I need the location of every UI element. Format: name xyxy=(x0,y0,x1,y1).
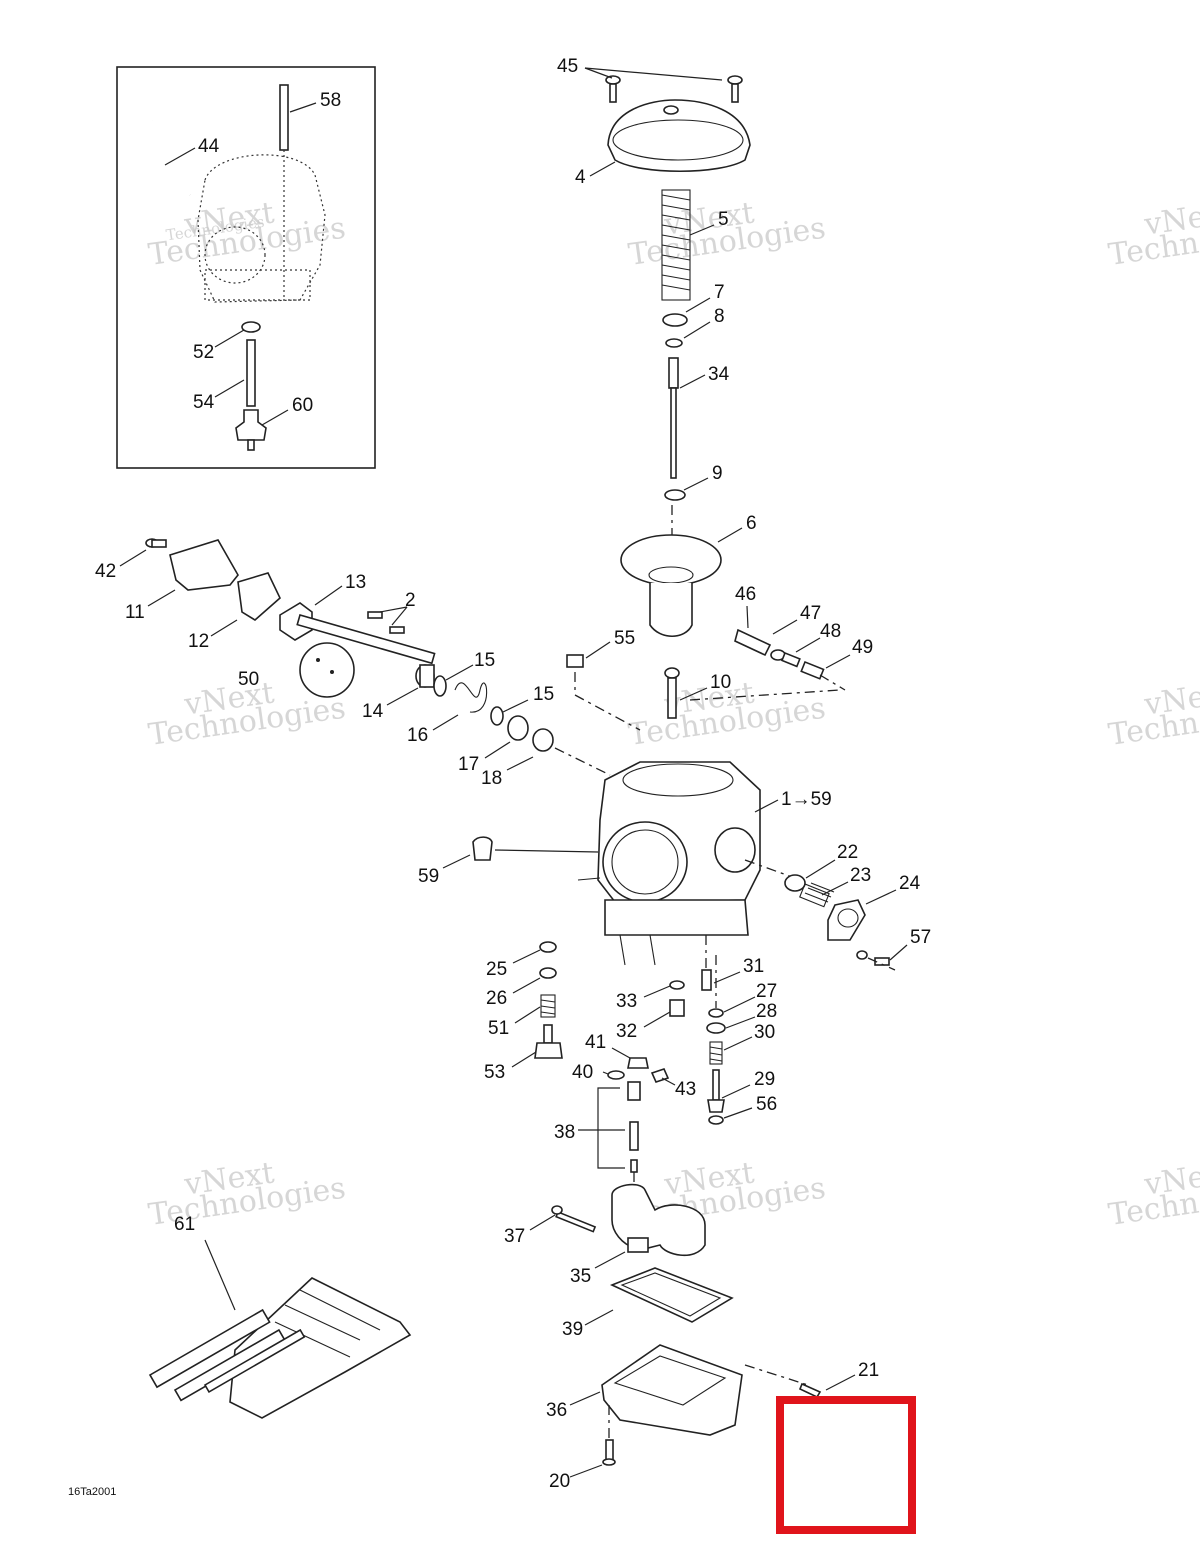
watermark: vNext Technologies xyxy=(1106,675,1200,752)
callout-46: 46 xyxy=(735,584,756,605)
callout-39: 39 xyxy=(562,1319,583,1340)
callout-44: 44 xyxy=(198,136,220,157)
highlight-box xyxy=(776,1396,916,1534)
callout-58: 58 xyxy=(320,90,341,111)
callout-25: 25 xyxy=(486,959,507,980)
callout-53: 53 xyxy=(484,1062,505,1083)
callout-14: 14 xyxy=(362,701,384,722)
throttle-shaft-assembly xyxy=(145,538,611,776)
callout-9: 9 xyxy=(712,463,723,484)
callout-51: 51 xyxy=(488,1018,509,1039)
float-bowl-assembly xyxy=(551,1183,822,1466)
side-adjuster-assembly xyxy=(472,836,896,971)
callout-35: 35 xyxy=(570,1266,591,1287)
callout-48: 48 xyxy=(820,621,841,642)
callout-26: 26 xyxy=(486,988,507,1009)
callout-13: 13 xyxy=(345,572,366,593)
callout-45: 45 xyxy=(557,56,578,77)
callout-23: 23 xyxy=(850,865,871,886)
callout-57: 57 xyxy=(910,927,931,948)
callout-10: 10 xyxy=(710,672,731,693)
callout-8: 8 xyxy=(714,306,725,327)
callout-4: 4 xyxy=(575,167,586,188)
carburetor-body xyxy=(577,761,796,966)
callout-43: 43 xyxy=(675,1079,696,1100)
callout-41: 41 xyxy=(585,1032,606,1053)
callout-52: 52 xyxy=(193,342,214,363)
callout-59: 59 xyxy=(418,866,439,887)
callout-50: 50 xyxy=(238,669,259,690)
callout-49: 49 xyxy=(852,637,873,658)
callout-29: 29 xyxy=(754,1069,775,1090)
callout-36: 36 xyxy=(546,1400,567,1421)
callout-12: 12 xyxy=(188,631,209,652)
callout-55: 55 xyxy=(614,628,635,649)
callout-6: 6 xyxy=(746,513,757,534)
callout-15-lower: 15 xyxy=(533,684,554,705)
callout-54: 54 xyxy=(193,392,215,413)
inset-panel xyxy=(116,66,376,469)
callout-37: 37 xyxy=(504,1226,525,1247)
callout-15-upper: 15 xyxy=(474,650,495,671)
callout-5: 5 xyxy=(718,209,729,230)
callout-40: 40 xyxy=(572,1062,593,1083)
callout-7: 7 xyxy=(714,282,725,303)
callout-42: 42 xyxy=(95,561,116,582)
callout-28: 28 xyxy=(756,1001,777,1022)
callout-17: 17 xyxy=(458,754,479,775)
figure-code: 16Ta2001 xyxy=(68,1486,116,1498)
callout-32: 32 xyxy=(616,1021,637,1042)
screw-45-left xyxy=(605,75,621,103)
callout-18: 18 xyxy=(481,768,502,789)
watermark: vNext Technologies xyxy=(1106,195,1200,272)
callout-30: 30 xyxy=(754,1022,775,1043)
leader-lines xyxy=(119,67,908,1478)
callout-21: 21 xyxy=(858,1360,879,1381)
top-cover-assembly xyxy=(605,75,751,638)
callout-24: 24 xyxy=(899,873,921,894)
callout-11: 11 xyxy=(125,602,145,623)
spring-5 xyxy=(661,189,691,301)
callout-16: 16 xyxy=(407,725,428,746)
callout-20: 20 xyxy=(549,1471,570,1492)
callout-33: 33 xyxy=(616,991,637,1012)
choke-assembly xyxy=(566,628,846,731)
callout-61: 61 xyxy=(174,1214,195,1235)
callout-47: 47 xyxy=(800,603,821,624)
watermark: vNext Technologies Technologies xyxy=(146,195,347,272)
callout-56: 56 xyxy=(756,1094,777,1115)
watermark: vNext Technologies xyxy=(1106,1155,1200,1232)
jets-assembly xyxy=(534,935,726,1192)
callout-34: 34 xyxy=(708,364,730,385)
tool-kit xyxy=(148,1239,412,1419)
callout-2: 2 xyxy=(405,590,416,611)
callout-22: 22 xyxy=(837,842,858,863)
callout-labels: 45 58 44 4 5 7 8 52 34 54 60 9 6 42 13 2… xyxy=(95,56,931,1492)
callout-31: 31 xyxy=(743,956,764,977)
screw-45-right xyxy=(727,75,743,103)
callout-60: 60 xyxy=(292,395,313,416)
callout-27: 27 xyxy=(756,981,777,1002)
callout-1-to-59: 1→59 xyxy=(781,789,832,810)
callout-38: 38 xyxy=(554,1122,575,1143)
